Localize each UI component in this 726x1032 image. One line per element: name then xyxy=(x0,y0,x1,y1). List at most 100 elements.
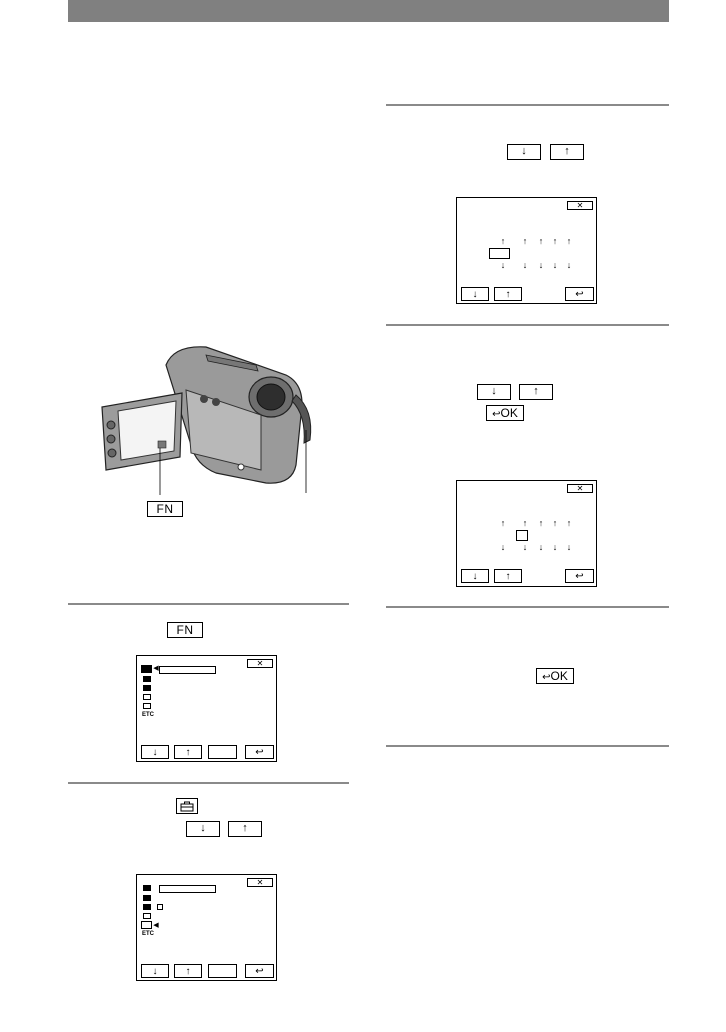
menu-item-bar xyxy=(159,666,216,674)
picture-menu-icon[interactable] xyxy=(143,895,151,901)
section-rule xyxy=(68,603,349,605)
return-icon: ↩ xyxy=(255,966,264,977)
section-rule xyxy=(386,324,669,326)
ok-label: OK xyxy=(550,669,568,683)
close-icon: ✕ xyxy=(576,201,584,210)
back-button[interactable]: ↩ xyxy=(565,287,594,301)
down-button[interactable]: ↓ xyxy=(141,964,169,978)
toolbox-icon[interactable] xyxy=(141,921,152,929)
lcd-menu-screen-2: ✕ ◀ ETC ↓ ↑ ↩ xyxy=(136,874,277,981)
down-button[interactable]: ↓ xyxy=(461,287,489,301)
toolbox-icon[interactable] xyxy=(143,703,151,709)
up-button[interactable]: ↑ xyxy=(228,821,262,837)
back-button[interactable]: ↩ xyxy=(245,745,274,759)
up-arrow-icon: ↑ xyxy=(538,236,544,246)
down-arrow-icon: ↓ xyxy=(200,822,206,834)
sub-icon xyxy=(157,904,163,910)
up-arrow-icon: ↑ xyxy=(500,518,506,528)
etc-label[interactable]: ETC xyxy=(142,931,154,937)
up-arrow-icon: ↑ xyxy=(564,145,570,157)
year-field-selected[interactable] xyxy=(489,248,510,259)
back-button[interactable]: ↩ xyxy=(245,964,274,978)
camera-menu-icon[interactable] xyxy=(141,665,152,673)
picture-menu-icon[interactable] xyxy=(143,676,151,682)
down-arrow-icon: ↓ xyxy=(522,542,528,552)
up-arrow-icon: ↑ xyxy=(185,966,191,977)
down-button[interactable]: ↓ xyxy=(186,821,220,837)
ok-label: OK xyxy=(500,406,518,420)
down-button[interactable]: ↓ xyxy=(507,144,541,160)
lcd-screen-clock-1: ✕ ↑ ↑ ↑ ↑ ↑ ↓ ↓ ↓ ↓ ↓ ↓ ↑ ↩ xyxy=(456,197,597,304)
lcd-menu-icon[interactable] xyxy=(143,913,151,919)
header-bar xyxy=(68,0,669,22)
up-button[interactable]: ↑ xyxy=(174,964,202,978)
lcd-menu-screen-1: ✕ ◀ ETC ↓ ↑ ↩ xyxy=(136,655,277,762)
section-rule xyxy=(386,745,669,747)
up-button[interactable]: ↑ xyxy=(494,287,522,301)
toolbox-button[interactable] xyxy=(176,798,198,814)
ok-button[interactable]: ↩OK xyxy=(486,405,524,421)
up-arrow-icon: ↑ xyxy=(522,236,528,246)
return-icon: ↩ xyxy=(575,289,584,300)
close-button[interactable]: ✕ xyxy=(567,484,593,493)
etc-label[interactable]: ETC xyxy=(142,712,154,718)
down-arrow-icon: ↓ xyxy=(521,145,527,157)
up-arrow-icon: ↑ xyxy=(500,236,506,246)
fn-label-text: FN xyxy=(156,502,174,516)
down-arrow-icon: ↓ xyxy=(152,966,158,977)
ok-button[interactable]: ↩OK xyxy=(536,668,574,684)
up-arrow-icon: ↑ xyxy=(552,236,558,246)
return-icon: ↩ xyxy=(255,747,264,758)
down-button[interactable]: ↓ xyxy=(477,384,511,400)
return-icon: ↩ xyxy=(542,672,551,683)
up-arrow-icon: ↑ xyxy=(185,747,191,758)
close-button[interactable]: ✕ xyxy=(247,659,273,668)
down-arrow-icon: ↓ xyxy=(566,542,572,552)
fn-label: FN xyxy=(147,501,183,517)
down-arrow-icon: ↓ xyxy=(538,542,544,552)
up-arrow-icon: ↑ xyxy=(242,822,248,834)
up-arrow-icon: ↑ xyxy=(566,518,572,528)
execute-button[interactable] xyxy=(208,745,237,759)
return-icon: ↩ xyxy=(575,571,584,582)
down-arrow-icon: ↓ xyxy=(472,571,478,582)
down-arrow-icon: ↓ xyxy=(152,747,158,758)
up-arrow-icon: ↑ xyxy=(505,571,511,582)
down-arrow-icon: ↓ xyxy=(552,260,558,270)
down-arrow-icon: ↓ xyxy=(500,260,506,270)
close-icon: ✕ xyxy=(256,659,264,668)
close-icon: ✕ xyxy=(576,484,584,493)
up-button[interactable]: ↑ xyxy=(550,144,584,160)
down-arrow-icon: ↓ xyxy=(522,260,528,270)
down-button[interactable]: ↓ xyxy=(461,569,489,583)
down-button[interactable]: ↓ xyxy=(141,745,169,759)
back-button[interactable]: ↩ xyxy=(565,569,594,583)
fn-button[interactable]: FN xyxy=(167,622,203,638)
section-rule xyxy=(386,104,669,106)
down-arrow-icon: ↓ xyxy=(472,289,478,300)
tape-menu-icon[interactable] xyxy=(143,685,151,691)
close-button[interactable]: ✕ xyxy=(567,201,593,210)
down-arrow-icon: ↓ xyxy=(552,542,558,552)
up-button[interactable]: ↑ xyxy=(494,569,522,583)
close-icon: ✕ xyxy=(256,878,264,887)
camcorder-illustration xyxy=(101,346,312,495)
up-arrow-icon: ↑ xyxy=(505,289,511,300)
camera-menu-icon[interactable] xyxy=(143,885,151,891)
down-arrow-icon: ↓ xyxy=(538,260,544,270)
up-button[interactable]: ↑ xyxy=(174,745,202,759)
month-field-selected[interactable] xyxy=(516,530,528,541)
up-arrow-icon: ↑ xyxy=(552,518,558,528)
up-button[interactable]: ↑ xyxy=(519,384,553,400)
execute-button[interactable] xyxy=(208,964,237,978)
toolbox-icon xyxy=(180,801,194,812)
section-rule xyxy=(386,606,669,608)
up-arrow-icon: ↑ xyxy=(566,236,572,246)
fn-button-label: FN xyxy=(176,623,194,637)
cursor-pointer-icon: ◀ xyxy=(153,922,159,929)
cursor-pointer-icon: ◀ xyxy=(153,665,159,672)
menu-item-bar xyxy=(159,885,216,893)
close-button[interactable]: ✕ xyxy=(247,878,273,887)
tape-menu-icon[interactable] xyxy=(143,904,151,910)
lcd-menu-icon[interactable] xyxy=(143,694,151,700)
